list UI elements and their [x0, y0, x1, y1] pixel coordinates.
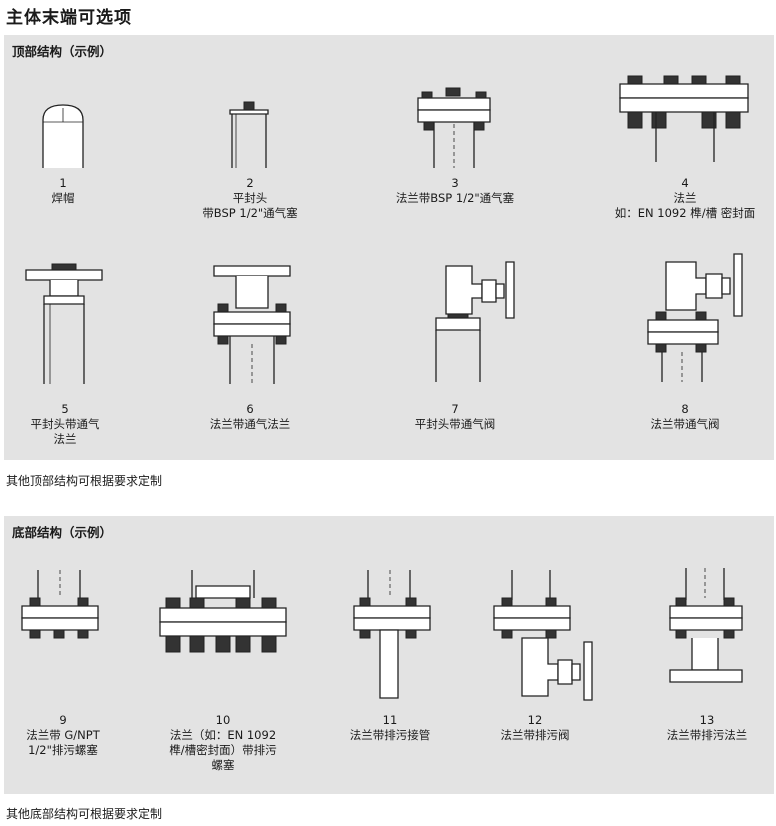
flange-drain-valve-drawing — [492, 568, 596, 702]
bottom-item-9: 9 法兰带 G/NPT 1/2"排污螺塞 — [8, 713, 118, 758]
item-caption: 法兰带 G/NPT 1/2"排污螺塞 — [26, 728, 100, 757]
top-item-8: 8 法兰带通气阀 — [625, 402, 745, 432]
bottom-section-title: 底部结构（示例） — [12, 525, 113, 540]
item-number: 7 — [451, 402, 459, 416]
item-number: 6 — [246, 402, 254, 416]
flange-drain-plug-drawing — [20, 568, 100, 648]
flange-vent-valve-drawing — [646, 252, 752, 386]
item-number: 3 — [451, 176, 459, 190]
item-caption: 法兰带排污阀 — [500, 728, 570, 742]
item-caption: 焊帽 — [51, 191, 75, 205]
bottom-item-10: 10 法兰（如：EN 1092 榫/槽密封面）带排污 螺塞 — [150, 713, 296, 773]
top-item-5: 5 平封头带通气 法兰 — [15, 402, 115, 447]
flange-drain-flange-drawing — [668, 566, 744, 690]
item-caption: 平封头带通气 法兰 — [30, 417, 100, 446]
bottom-item-13: 13 法兰带排污法兰 — [648, 713, 766, 743]
flat-cap-vent-plug-drawing — [226, 100, 272, 170]
top-item-1: 1 焊帽 — [25, 176, 101, 206]
top-item-3: 3 法兰带BSP 1/2"通气塞 — [380, 176, 530, 206]
tongue-groove-flange-drain-drawing — [158, 568, 288, 660]
item-caption: 平封头带通气阀 — [414, 417, 496, 431]
bottom-item-11: 11 法兰带排污接管 — [330, 713, 450, 743]
item-number: 2 — [246, 176, 254, 190]
item-number: 5 — [61, 402, 69, 416]
item-number: 10 — [215, 713, 231, 727]
item-caption: 法兰带排污法兰 — [666, 728, 748, 742]
flange-vent-flange-drawing — [212, 262, 292, 387]
item-caption: 平封头 带BSP 1/2"通气塞 — [202, 191, 298, 220]
flange-drain-pipe-drawing — [352, 568, 432, 700]
page-title: 主体末端可选项 — [6, 8, 132, 28]
weld-cap-drawing — [40, 100, 86, 168]
item-number: 11 — [382, 713, 398, 727]
flange-vent-plug-drawing — [416, 84, 492, 170]
item-number: 13 — [699, 713, 715, 727]
top-item-7: 7 平封头带通气阀 — [395, 402, 515, 432]
tongue-groove-flange-drawing — [618, 74, 750, 164]
item-number: 9 — [59, 713, 67, 727]
bottom-item-12: 12 法兰带排污阀 — [480, 713, 590, 743]
item-number: 4 — [681, 176, 689, 190]
top-item-4: 4 法兰 如：EN 1092 榫/槽 密封面 — [600, 176, 770, 221]
flat-cap-vent-flange-drawing — [24, 262, 104, 387]
item-number: 1 — [59, 176, 67, 190]
item-caption: 法兰（如：EN 1092 榫/槽密封面）带排污 螺塞 — [169, 728, 277, 772]
item-caption: 法兰 如：EN 1092 榫/槽 密封面 — [614, 191, 756, 220]
item-number: 8 — [681, 402, 689, 416]
item-number: 12 — [527, 713, 543, 727]
item-caption: 法兰带通气阀 — [650, 417, 720, 431]
top-item-6: 6 法兰带通气法兰 — [185, 402, 315, 432]
flat-cap-vent-valve-drawing — [432, 258, 522, 386]
item-caption: 法兰带排污接管 — [349, 728, 431, 742]
bottom-section-note: 其他底部结构可根据要求定制 — [6, 807, 163, 821]
item-caption: 法兰带BSP 1/2"通气塞 — [395, 191, 515, 205]
top-section-note: 其他顶部结构可根据要求定制 — [6, 474, 163, 488]
item-caption: 法兰带通气法兰 — [209, 417, 291, 431]
top-item-2: 2 平封头 带BSP 1/2"通气塞 — [185, 176, 315, 221]
top-section-title: 顶部结构（示例） — [12, 44, 113, 59]
